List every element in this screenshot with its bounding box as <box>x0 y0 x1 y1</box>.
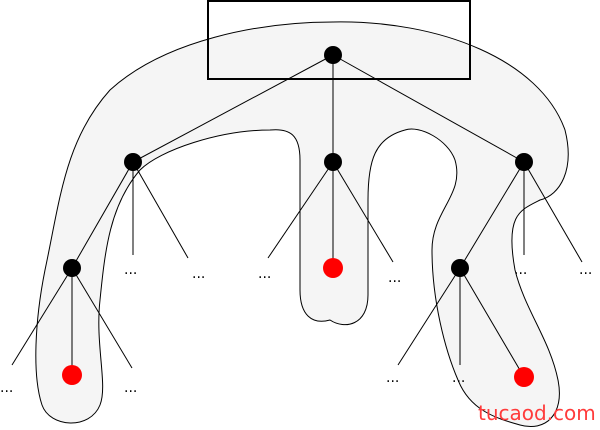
edge-ll-c <box>71 267 133 369</box>
edge-ll-a <box>11 267 73 366</box>
ellipsis-label: ... <box>514 262 527 278</box>
highlight-node-left <box>62 365 82 385</box>
ellipsis-label: ... <box>124 380 137 396</box>
edge-right-a <box>459 161 525 269</box>
highlight-node-middle <box>323 258 343 278</box>
edge-rl-a <box>397 267 461 366</box>
tree-nodes <box>62 46 534 387</box>
ellipsis-label: ... <box>192 266 205 282</box>
highlight-region <box>35 21 569 427</box>
ellipsis-label: ... <box>386 370 399 386</box>
edge-rl-c <box>459 267 525 378</box>
right-node <box>515 153 533 171</box>
ellipsis-labels: ... ... ... ... ... ... ... ... ... ... <box>0 262 592 396</box>
ellipsis-label: ... <box>258 266 271 282</box>
ellipsis-label: ... <box>124 262 137 278</box>
edge-left-a <box>71 161 134 269</box>
edge-middle-c <box>332 161 394 263</box>
root-node <box>324 46 342 64</box>
edge-middle-a <box>267 161 334 259</box>
edge-left-c <box>132 161 189 259</box>
right-left-node <box>451 259 469 277</box>
edge-right-c <box>523 161 583 263</box>
ellipsis-label: ... <box>388 270 401 286</box>
ellipsis-label: ... <box>579 262 592 278</box>
ellipsis-label: ... <box>452 370 465 386</box>
watermark-text: tucaod.com <box>478 401 596 425</box>
edge-root-left <box>132 54 334 163</box>
left-node <box>124 153 142 171</box>
left-left-node <box>63 259 81 277</box>
ellipsis-label: ... <box>0 380 13 396</box>
root-box <box>207 0 471 80</box>
highlight-node-right <box>514 367 534 387</box>
middle-node <box>324 153 342 171</box>
tree-edges <box>11 54 583 378</box>
edge-root-right <box>332 54 525 163</box>
